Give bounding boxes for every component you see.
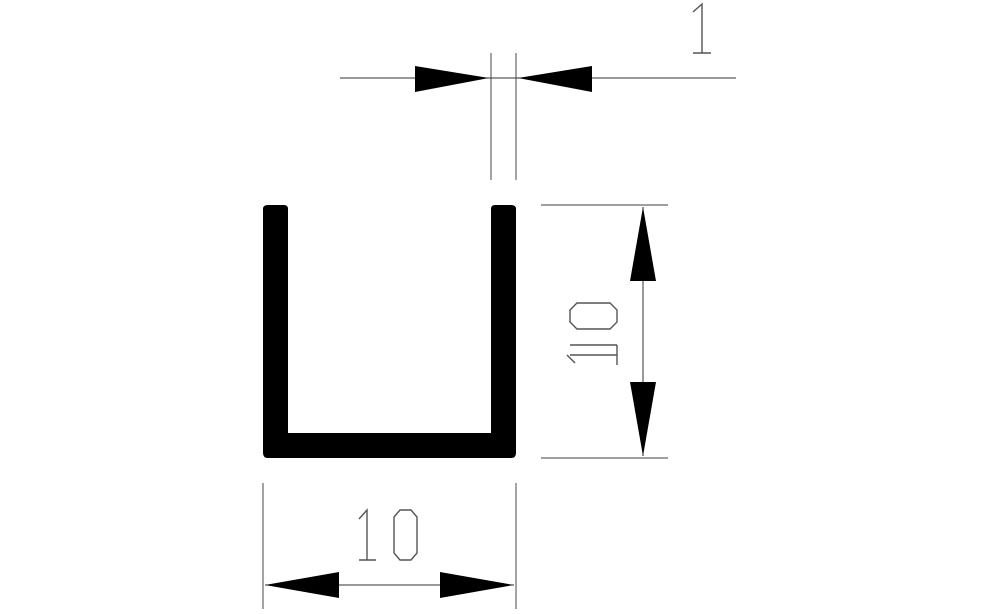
width-label: [358, 508, 418, 561]
arrow-right-icon: [415, 66, 489, 92]
height-label: [566, 302, 618, 365]
thickness-label: [692, 2, 711, 54]
arrow-left-icon: [518, 66, 592, 92]
arrow-right-icon: [440, 572, 514, 598]
arrow-left-icon: [265, 572, 339, 598]
thickness-dimension: 1: [340, 2, 736, 180]
width-dimension: 10: [262, 483, 517, 609]
arrow-up-icon: [630, 207, 656, 281]
height-dimension: 10: [541, 204, 668, 459]
arrow-down-icon: [630, 382, 656, 456]
